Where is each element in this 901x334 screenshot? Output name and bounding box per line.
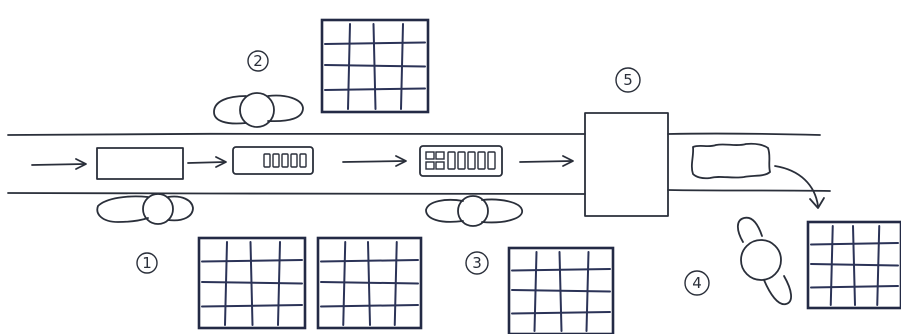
worker-station-1 (96, 193, 194, 225)
flow-arrows (31, 155, 825, 209)
conveyor-top-edge (7, 132, 586, 136)
workpiece-blank (96, 147, 184, 180)
curved-exit-arrow (774, 165, 825, 209)
workpiece-packaged (690, 142, 771, 180)
workpiece-assembled (419, 145, 503, 177)
station-number-4: 4 (692, 274, 702, 292)
worker-station-2 (213, 92, 304, 128)
flow-arrow (519, 155, 574, 167)
parts-racks (197, 18, 901, 334)
flow-arrow (187, 156, 227, 168)
station-label-3: 3 (465, 251, 489, 275)
worker-station-4 (736, 216, 792, 306)
rack-bottom-left (197, 236, 307, 330)
flow-arrow (31, 158, 87, 170)
conveyor-top-edge-after (667, 132, 821, 136)
station-label-5: 5 (615, 67, 641, 93)
station-label-4: 4 (684, 270, 710, 296)
rack-top (320, 18, 430, 114)
flow-arrow (342, 155, 407, 167)
rack-right (806, 220, 901, 310)
workpiece-partial (232, 146, 314, 175)
conveyor-belt (7, 132, 831, 195)
station-label-2: 2 (247, 50, 269, 72)
station-label-1: 1 (136, 252, 158, 274)
conveyor-bottom-edge (7, 192, 586, 195)
station-number-5: 5 (623, 71, 633, 89)
station-5-machine (584, 112, 669, 217)
station-number-2: 2 (253, 52, 263, 70)
station-number-1: 1 (142, 254, 152, 272)
worker-station-3 (425, 195, 523, 227)
rack-bottom-mid (316, 236, 423, 330)
conveyor-bottom-edge-after (667, 189, 831, 192)
station-number-3: 3 (472, 254, 482, 272)
rack-bottom-right (507, 246, 615, 334)
